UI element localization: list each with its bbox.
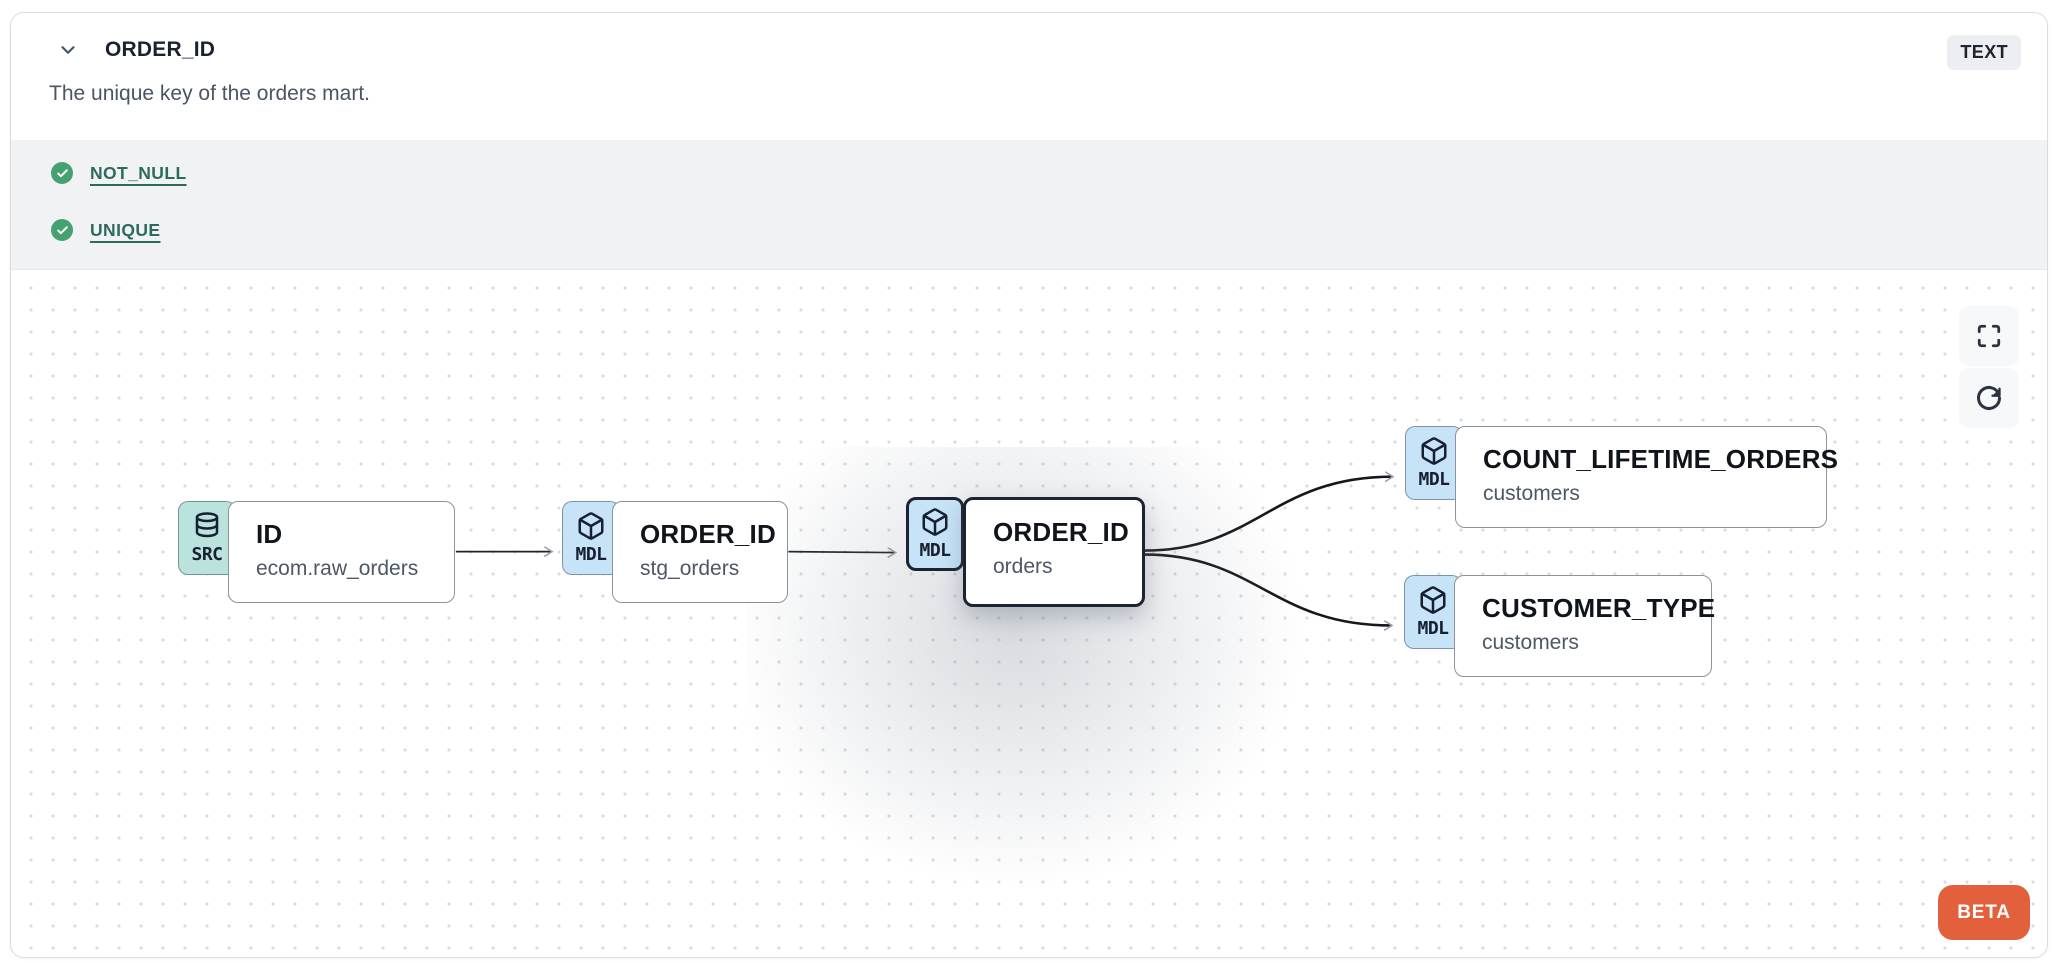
- column-title: ORDER_ID: [105, 38, 216, 61]
- edge-stg-to-orders: [788, 552, 895, 553]
- beta-badge: BETA: [1938, 885, 2030, 940]
- fullscreen-icon: [1977, 324, 2001, 348]
- node-subtitle: customers: [1483, 482, 1580, 505]
- node-kind-badge: MDL: [1405, 426, 1463, 500]
- collapse-chevron-button[interactable]: [55, 37, 81, 63]
- lineage-canvas[interactable]: SRC ID ecom.raw_orders MDL ORDER_ID stg_…: [11, 269, 2047, 958]
- cube-icon: [1420, 586, 1446, 614]
- test-link-not-null[interactable]: NOT_NULL: [90, 162, 187, 183]
- card-header: ORDER_ID TEXT The unique key of the orde…: [11, 13, 2047, 140]
- check-circle-icon: [51, 162, 73, 184]
- test-row: NOT_NULL: [51, 160, 2047, 186]
- lineage-node-count-lifetime-orders[interactable]: MDL COUNT_LIFETIME_ORDERS customers: [1405, 426, 1839, 528]
- database-icon: [195, 512, 219, 538]
- node-title: COUNT_LIFETIME_ORDERS: [1483, 444, 1839, 474]
- test-link-unique[interactable]: UNIQUE: [90, 219, 161, 240]
- node-kind-badge: MDL: [1404, 575, 1462, 649]
- cube-icon: [922, 508, 948, 536]
- fullscreen-button[interactable]: [1959, 306, 2019, 366]
- column-description: The unique key of the orders mart.: [49, 82, 370, 105]
- lineage-node-id-raw-orders[interactable]: SRC ID ecom.raw_orders: [178, 501, 455, 603]
- node-title: ID: [256, 519, 283, 549]
- edge-orders-to-count: [1144, 477, 1393, 552]
- node-kind-badge: SRC: [178, 501, 236, 575]
- lineage-node-orderid-stg-orders[interactable]: MDL ORDER_ID stg_orders: [562, 501, 788, 603]
- lineage-edges: [455, 270, 2047, 958]
- node-title: CUSTOMER_TYPE: [1482, 593, 1716, 623]
- lineage-node-orderid-orders-selected[interactable]: MDL ORDER_ID orders: [746, 447, 1346, 927]
- test-row: UNIQUE: [51, 217, 2047, 243]
- node-subtitle: stg_orders: [640, 557, 740, 580]
- column-details-card: ORDER_ID TEXT The unique key of the orde…: [10, 12, 2048, 958]
- node-title: ORDER_ID: [640, 519, 776, 549]
- refresh-icon: [1977, 385, 2002, 410]
- chevron-down-icon: [61, 46, 75, 54]
- node-subtitle: customers: [1482, 631, 1579, 654]
- lineage-node-customer-type[interactable]: MDL CUSTOMER_TYPE customers: [1404, 575, 1716, 677]
- tests-section: NOT_NULL UNIQUE: [11, 140, 2047, 269]
- refresh-button[interactable]: [1959, 368, 2019, 428]
- cube-icon: [1421, 437, 1447, 465]
- node-subtitle: ecom.raw_orders: [256, 557, 419, 580]
- edge-orders-to-type: [1144, 553, 1392, 626]
- node-subtitle: orders: [993, 555, 1053, 578]
- node-kind-badge: MDL: [906, 497, 964, 571]
- node-title: ORDER_ID: [993, 517, 1129, 547]
- check-circle-icon: [51, 219, 73, 241]
- cube-icon: [578, 512, 604, 540]
- data-type-badge: TEXT: [1947, 35, 2021, 70]
